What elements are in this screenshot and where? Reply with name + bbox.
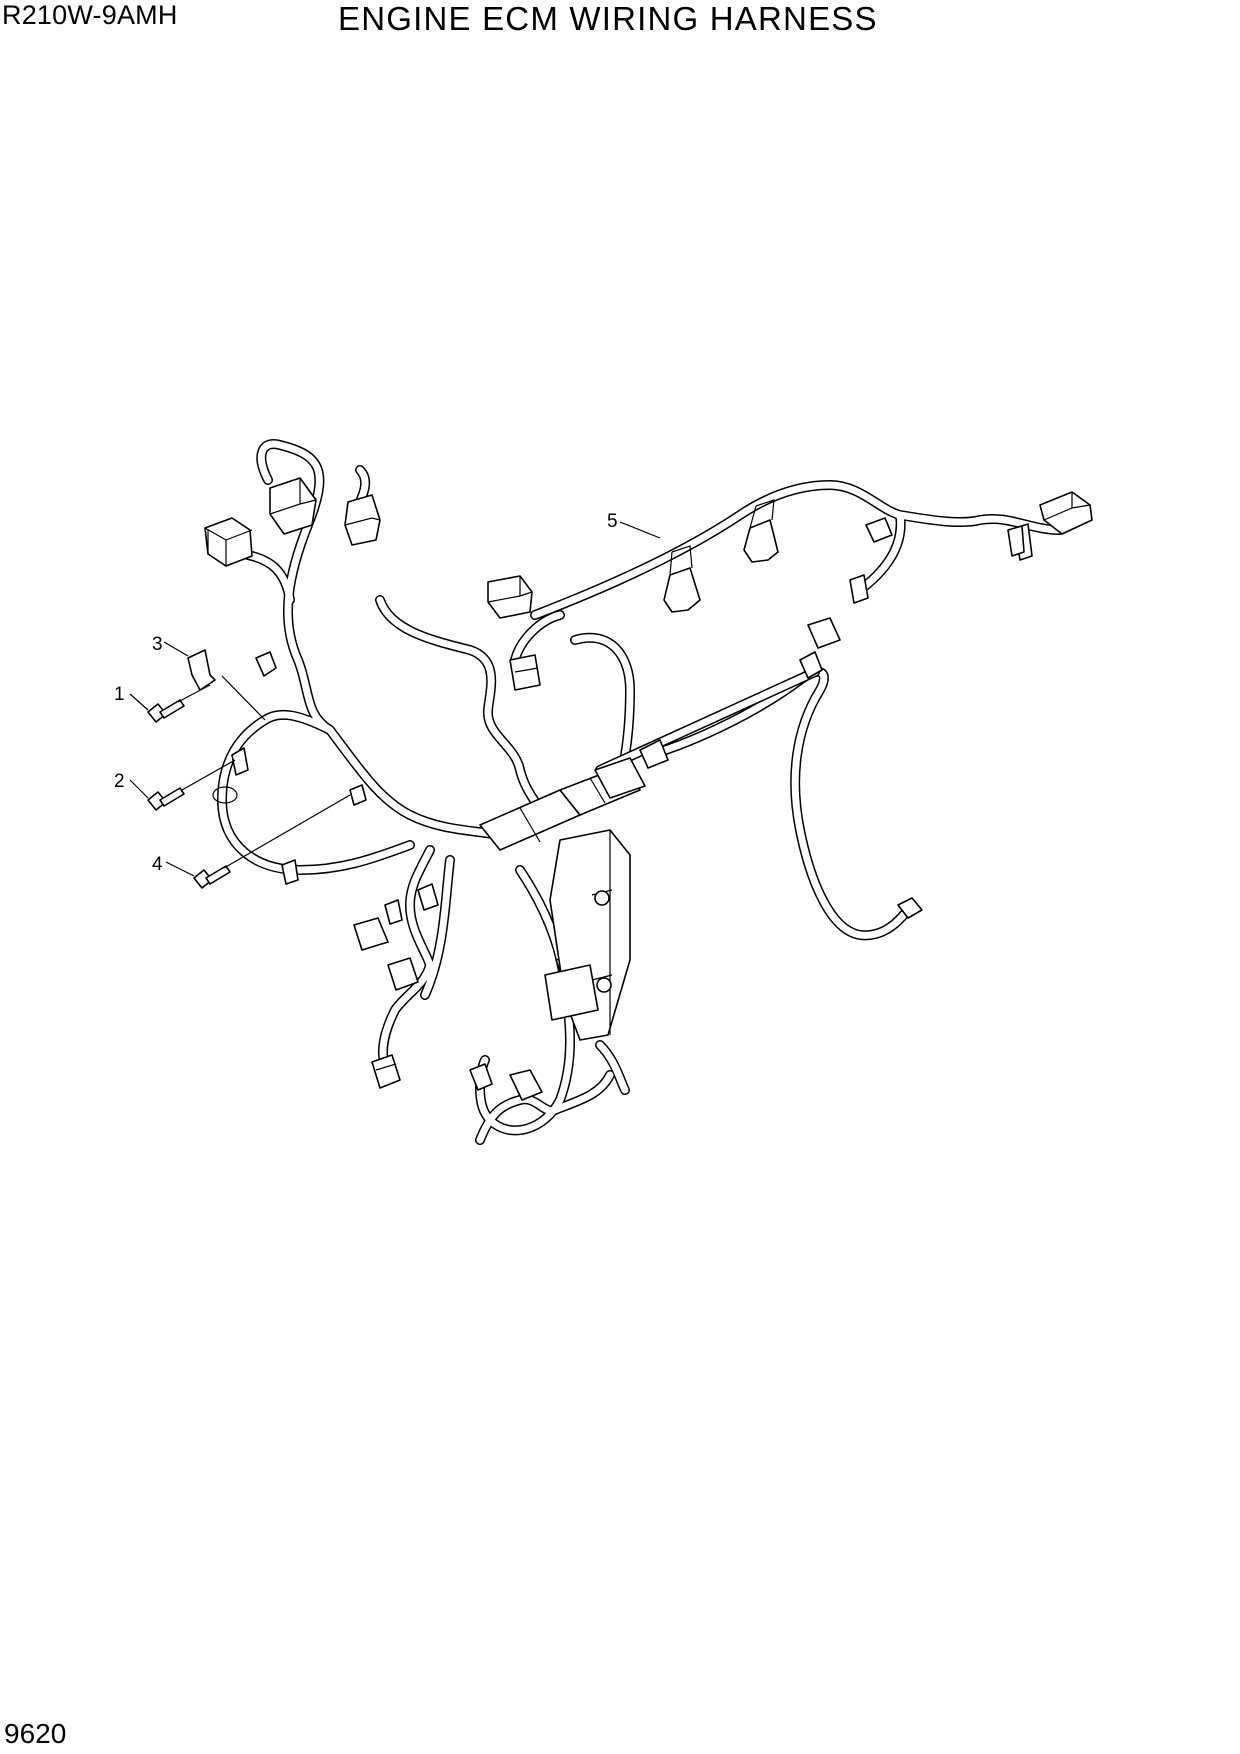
- leader-lines: [129, 521, 661, 877]
- page-title: ENGINE ECM WIRING HARNESS: [338, 0, 878, 37]
- bolts: [147, 699, 231, 889]
- callout-5: 5: [607, 511, 618, 532]
- bolt-item-2: [147, 787, 185, 811]
- callout-1: 1: [114, 684, 125, 705]
- page-number: 9620: [4, 1718, 67, 1749]
- bolt-item-1: [147, 699, 185, 723]
- ecm-module: [479, 757, 646, 1041]
- callouts: 3 1 2 4 5: [114, 511, 618, 875]
- callout-2: 2: [114, 771, 125, 792]
- clips: [187, 525, 1025, 885]
- harness-wires: [217, 439, 1065, 1145]
- callout-4: 4: [152, 854, 163, 875]
- callout-3: 3: [152, 634, 163, 655]
- model-number: R210W-9AMH: [2, 0, 178, 30]
- bolt-item-4: [193, 865, 231, 889]
